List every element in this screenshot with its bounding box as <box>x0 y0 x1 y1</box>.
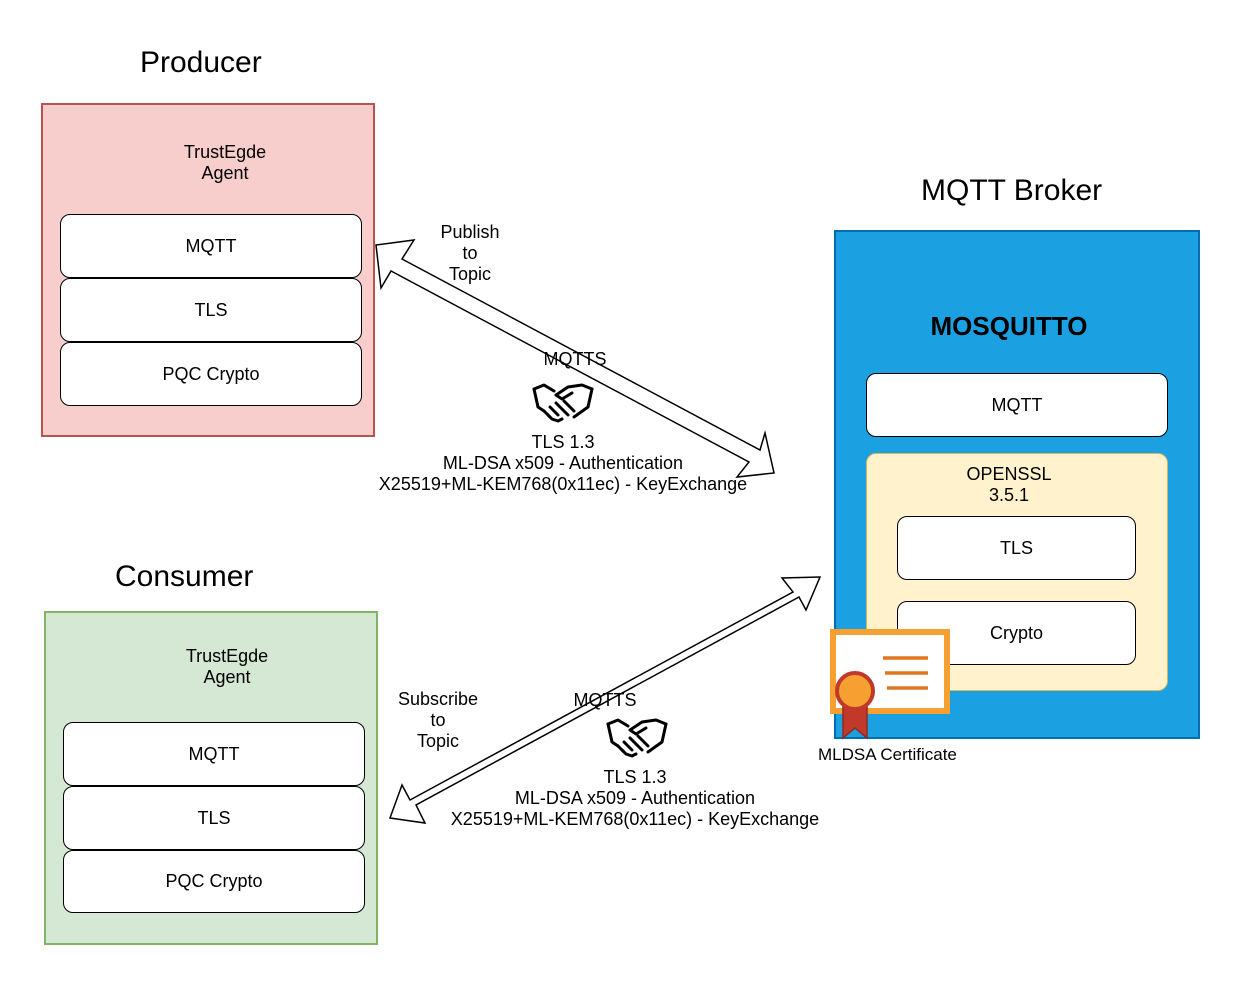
handshake-icon <box>532 383 594 423</box>
openssl-line2: 3.5.1 <box>988 485 1030 505</box>
handshake-icon <box>606 718 668 758</box>
subscribe-tls-version: TLS 1.3 <box>603 767 667 787</box>
subscribe-key-exchange: X25519+ML-KEM768(0x11ec) - KeyExchange <box>450 809 820 829</box>
producer-title: Producer <box>140 46 262 79</box>
publish-security-label: TLS 1.3 ML-DSA x509 - Authentication X25… <box>363 432 763 495</box>
broker-title: MQTT Broker <box>921 174 1103 207</box>
publish-action-line1: Publish <box>440 222 500 242</box>
publish-arrow <box>375 239 775 478</box>
publish-protocol-label: MQTTS <box>543 349 607 369</box>
consumer-layer-pqc-crypto: PQC Crypto <box>63 850 365 913</box>
publish-action-line3: Topic <box>448 264 492 284</box>
openssl-label: OPENSSL 3.5.1 <box>866 464 1152 506</box>
publish-action-label: Publish to Topic <box>420 222 520 285</box>
publish-tls-version: TLS 1.3 <box>531 432 595 452</box>
mosquitto-label: MOSQUITTO <box>930 311 1088 341</box>
consumer-agent-line2: Agent <box>203 667 251 687</box>
producer-layer-mqtt: MQTT <box>60 214 362 278</box>
publish-action-line2: to <box>462 243 478 263</box>
consumer-layer-tls: TLS <box>63 786 365 850</box>
producer-layer-tls: TLS <box>60 278 362 342</box>
subscribe-action-line1: Subscribe <box>397 689 479 709</box>
publish-key-exchange: X25519+ML-KEM768(0x11ec) - KeyExchange <box>378 474 748 494</box>
subscribe-arrow <box>388 576 822 824</box>
subscribe-authentication: ML-DSA x509 - Authentication <box>514 788 756 808</box>
producer-agent-label: TrustEgde Agent <box>43 142 407 184</box>
consumer-title: Consumer <box>115 560 254 593</box>
subscribe-action-label: Subscribe to Topic <box>388 689 488 752</box>
producer-agent-line2: Agent <box>201 163 249 183</box>
publish-authentication: ML-DSA x509 - Authentication <box>442 453 684 473</box>
producer-agent-line1: TrustEgde <box>183 142 267 162</box>
consumer-agent-label: TrustEgde Agent <box>44 646 410 688</box>
openssl-line1: OPENSSL <box>966 464 1052 484</box>
consumer-layer-mqtt: MQTT <box>63 722 365 786</box>
broker-layer-mqtt: MQTT <box>866 373 1168 437</box>
subscribe-protocol-label: MQTTS <box>573 690 637 710</box>
subscribe-security-label: TLS 1.3 ML-DSA x509 - Authentication X25… <box>435 767 835 830</box>
producer-layer-pqc-crypto: PQC Crypto <box>60 342 362 406</box>
openssl-layer-tls: TLS <box>897 516 1136 580</box>
certificate-label: MLDSA Certificate <box>818 745 957 764</box>
consumer-agent-line1: TrustEgde <box>185 646 269 666</box>
subscribe-action-line3: Topic <box>416 731 460 751</box>
subscribe-action-line2: to <box>430 710 446 730</box>
